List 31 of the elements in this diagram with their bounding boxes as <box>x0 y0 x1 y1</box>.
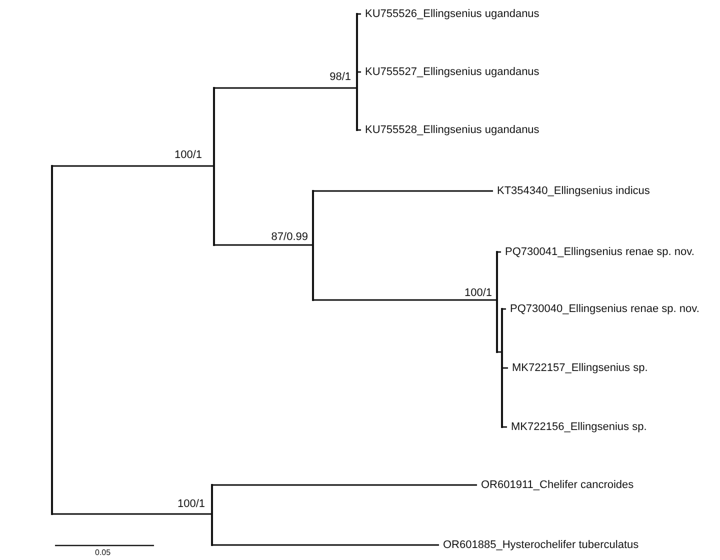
branch-line <box>52 513 212 515</box>
support-value: 98/1 <box>330 71 351 83</box>
support-value: 87/0.99 <box>271 231 308 243</box>
taxon-label: PQ730041_Ellingsenius renae sp. nov. <box>501 246 694 258</box>
branch-line <box>212 544 439 546</box>
taxon-label: PQ730040_Ellingsenius renae sp. nov. <box>506 302 700 316</box>
branch-line <box>314 190 493 192</box>
clade-line <box>51 165 53 515</box>
clade-line <box>213 87 215 246</box>
scale-label: 0.05 <box>95 548 111 557</box>
taxon-label: MK722157_Ellingsenius sp. <box>508 362 648 374</box>
clade-line <box>501 308 503 428</box>
branch-line <box>214 244 312 246</box>
taxon-label: MK722156_Ellingsenius sp. <box>507 420 647 434</box>
branch-line <box>212 484 477 486</box>
support-value: 100/1 <box>177 498 205 510</box>
branch-line <box>52 165 214 167</box>
taxon-label: OR601911_Chelifer cancroides <box>477 478 634 492</box>
taxon-label: OR601885_Hysterochelifer tuberculatus <box>439 538 639 552</box>
branch-line <box>214 87 356 89</box>
clade-line <box>312 190 314 301</box>
support-value: 100/1 <box>174 149 202 161</box>
taxon-label: KU755526_Ellingsenius ugandanus <box>361 8 540 20</box>
clade-line <box>356 13 358 131</box>
clade-line <box>496 251 498 353</box>
taxon-label: KU755528_Ellingsenius ugandanus <box>361 124 540 136</box>
support-value: 100/1 <box>464 287 492 299</box>
clade-line <box>211 484 213 546</box>
taxon-label: KT354340_Ellingsenius indicus <box>493 184 650 198</box>
branch-line <box>314 299 496 301</box>
taxon-label: KU755527_Ellingsenius ugandanus <box>361 66 540 78</box>
